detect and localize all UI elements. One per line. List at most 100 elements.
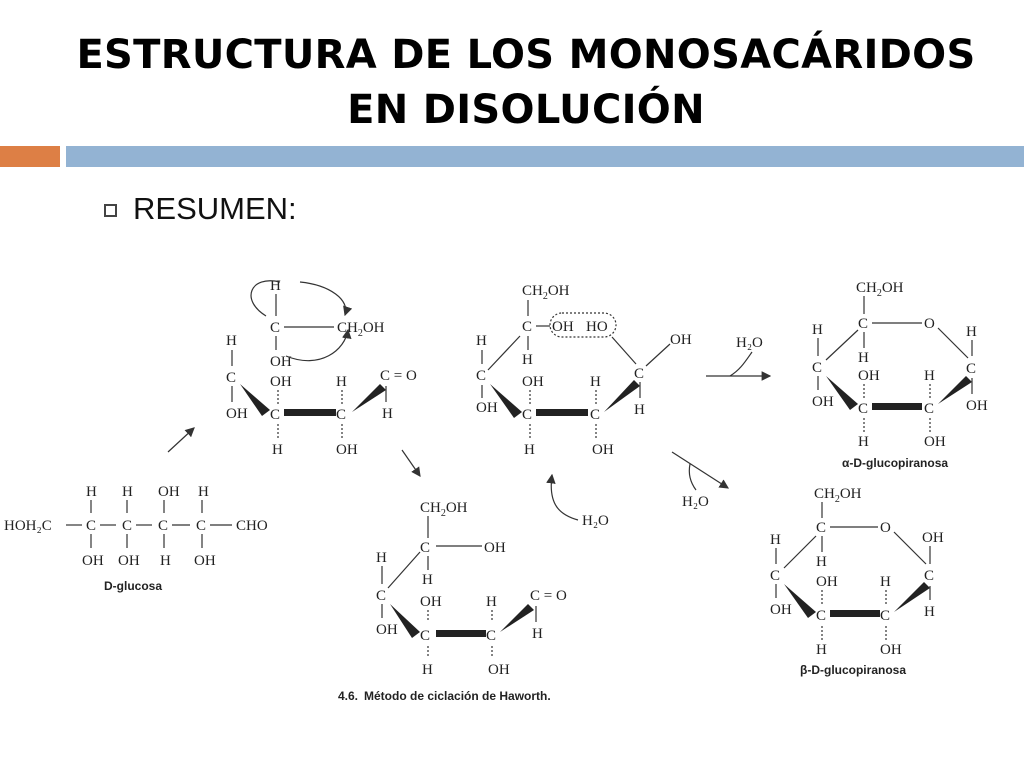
atom-label: H: [858, 434, 869, 450]
atom-label: H: [270, 278, 281, 294]
atom-label: C: [858, 401, 868, 417]
atom-label: C: [858, 316, 868, 332]
atom-label: C: [924, 568, 934, 584]
atom-label: OH: [966, 398, 988, 414]
atom-label: H: [924, 604, 935, 620]
atom-label: OH: [922, 530, 944, 546]
title-underline-accent: [0, 146, 60, 167]
water-label: H₂O: [682, 494, 709, 510]
atom-label: OH: [158, 484, 180, 500]
d-glucosa-label: D-glucosa: [104, 579, 162, 593]
atom-label: H: [770, 532, 781, 548]
beta-glucopiranosa-label: β-D-glucopiranosa: [800, 663, 906, 677]
arrow-icon: [401, 449, 421, 477]
atom-label: OH: [670, 332, 692, 348]
atom-label: H: [812, 322, 823, 338]
atom-label: C: [522, 319, 532, 335]
atom-label: H: [858, 350, 869, 366]
title-line-1: ESTRUCTURA DE LOS MONOSACÁRIDOS: [76, 32, 976, 78]
atom-label: CH2OH: [522, 283, 570, 302]
atom-label: OH: [488, 662, 510, 678]
atom-label: H: [924, 368, 935, 384]
atom-label: OH: [880, 642, 902, 658]
atom-label: H: [634, 402, 645, 418]
arrow-icon: [671, 451, 730, 489]
title-line-2: EN DISOLUCIÓN: [347, 87, 705, 133]
atom-label: OH: [924, 434, 946, 450]
atom-label: C: [196, 518, 206, 534]
atom-label: C: [966, 361, 976, 377]
atom-label: H: [816, 642, 827, 658]
atom-label: OH: [484, 540, 506, 556]
bullet-text: RESUMEN:: [133, 191, 297, 226]
atom-label: C: [812, 360, 822, 376]
atom-label: H: [198, 484, 209, 500]
atom-label: C: [816, 520, 826, 536]
atom-label: HOH₂C: [4, 518, 52, 534]
beta-d-glucopiranosa-structure: CH2OH C O H H C OH OH C C H C OH H H OH …: [770, 486, 944, 677]
bullet-item: RESUMEN:: [104, 191, 297, 227]
atom-label: H: [522, 352, 533, 368]
atom-label: OH: [194, 553, 216, 569]
atom-label: OH: [522, 374, 544, 390]
atom-label: C: [420, 540, 430, 556]
atom-label: OH: [812, 394, 834, 410]
atom-label: H: [590, 374, 601, 390]
slide-title: ESTRUCTURA DE LOS MONOSACÁRIDOS EN DISOL…: [0, 28, 1024, 138]
atom-label: CH2OH: [337, 320, 385, 339]
atom-label: OH: [476, 400, 498, 416]
atom-label: C: [86, 518, 96, 534]
title-underline-bar: [66, 146, 1024, 167]
atom-label: H: [272, 442, 283, 458]
atom-label: C: [376, 588, 386, 604]
figure-caption: Método de ciclación de Haworth.: [364, 689, 551, 703]
atom-label: H: [160, 553, 171, 569]
atom-label: C = O: [380, 368, 417, 384]
arrow-icon: [546, 473, 579, 521]
d-glucosa-linear-structure: HOH₂C C C C C CHO H H OH H OH OH H OH D-…: [4, 484, 268, 593]
atom-label: H: [486, 594, 497, 610]
atom-label: OH: [82, 553, 104, 569]
atom-label: OH: [270, 374, 292, 390]
atom-label: H: [226, 333, 237, 349]
atom-label: C: [476, 368, 486, 384]
atom-label: C: [336, 407, 346, 423]
atom-label: H: [966, 324, 977, 340]
atom-label: HO: [586, 319, 608, 335]
atom-label: O: [924, 316, 935, 332]
atom-label: H: [880, 574, 891, 590]
atom-label: CH2OH: [420, 500, 468, 519]
atom-label: C: [634, 366, 644, 382]
atom-label: OH: [420, 594, 442, 610]
atom-label: OH: [770, 602, 792, 618]
atom-label: CH2OH: [814, 486, 862, 505]
open-chain-haworth-structure: CH2OH C OH H H C OH OH C C H C = O H H O…: [338, 500, 567, 703]
atom-label: H: [524, 442, 535, 458]
atom-label: OH: [336, 442, 358, 458]
water-label: H₂O: [736, 335, 763, 351]
atom-label: OH: [270, 354, 292, 370]
alpha-d-glucopiranosa-structure: CH2OH C O H H C OH OH C C H C H OH H OH …: [812, 280, 988, 470]
atom-label: OH: [592, 442, 614, 458]
atom-label: C: [122, 518, 132, 534]
atom-label: C: [226, 370, 236, 386]
atom-label: O: [880, 520, 891, 536]
atom-label: C: [816, 608, 826, 624]
atom-label: C: [924, 401, 934, 417]
atom-label: OH: [858, 368, 880, 384]
atom-label: H: [382, 406, 393, 422]
atom-label: OH: [376, 622, 398, 638]
atom-label: C: [486, 628, 496, 644]
atom-label: OH: [552, 319, 574, 335]
atom-label: CH2OH: [856, 280, 904, 299]
atom-label: OH: [816, 574, 838, 590]
hemiacetal-forming-structure: CH2OH C OH HO H H C OH OH C C H C OH H H…: [476, 283, 692, 458]
atom-label: H: [532, 626, 543, 642]
atom-label: C: [420, 628, 430, 644]
open-chain-rotating-structure: H C CH2OH OH H C OH OH C C H C = O H H O…: [226, 278, 417, 458]
atom-label: H: [816, 554, 827, 570]
atom-label: H: [476, 333, 487, 349]
alpha-glucopiranosa-label: α-D-glucopiranosa: [842, 456, 948, 470]
atom-label: H: [336, 374, 347, 390]
atom-label: H: [422, 572, 433, 588]
